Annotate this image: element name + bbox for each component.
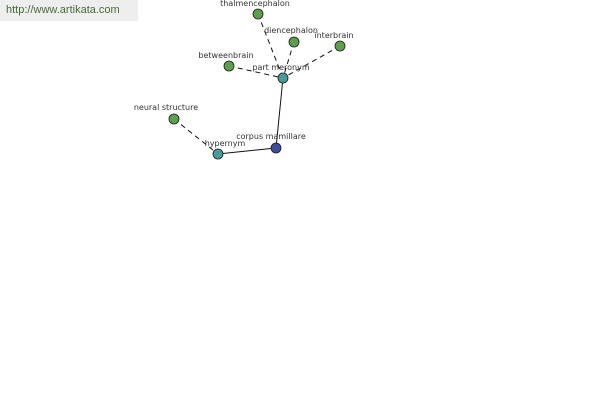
edge-neural-structure-hypernym (173, 118, 219, 155)
edge-interbrain-part-meronym (282, 45, 341, 79)
node-dot[interactable] (270, 142, 282, 154)
node-label: hypernym (205, 139, 246, 148)
node-label: interbrain (314, 31, 353, 40)
node-corpus-mamillare[interactable]: corpus mamillare (236, 132, 306, 154)
edge-thalmencephalon-part-meronym (257, 13, 284, 79)
node-interbrain[interactable]: interbrain (314, 31, 354, 52)
edge-betweenbrain-part-meronym (228, 65, 284, 79)
node-dot[interactable] (223, 60, 235, 72)
node-label: betweenbrain (198, 51, 253, 60)
node-label: diencephalon (264, 26, 318, 35)
node-dot[interactable] (288, 36, 300, 48)
node-betweenbrain[interactable]: betweenbrain (198, 51, 254, 72)
edge-diencephalon-part-meronym (282, 41, 295, 79)
node-diencephalon[interactable]: diencephalon (264, 26, 318, 48)
node-part-meronym[interactable]: part meronym (252, 63, 310, 84)
graph-nodes: thalmencephalon diencephalon interbrain … (134, 0, 354, 160)
node-dot[interactable] (212, 148, 224, 160)
source-url-link[interactable]: http://www.artikata.com (0, 0, 138, 21)
node-label: part meronym (252, 63, 309, 72)
node-label: neural structure (134, 103, 198, 112)
edge-part-meronym-corpus-mamillare (275, 77, 284, 149)
edge-hypernym-corpus-mamillare (217, 147, 277, 155)
node-label: corpus mamillare (236, 132, 306, 141)
node-dot[interactable] (277, 72, 289, 84)
node-thalmencephalon[interactable]: thalmencephalon (220, 0, 290, 20)
graph-edges (173, 13, 341, 155)
node-neural-structure[interactable]: neural structure (134, 103, 198, 125)
node-hypernym[interactable]: hypernym (205, 139, 246, 160)
node-label: thalmencephalon (220, 0, 290, 8)
node-dot[interactable] (252, 8, 264, 20)
node-dot[interactable] (334, 40, 346, 52)
node-dot[interactable] (168, 113, 180, 125)
